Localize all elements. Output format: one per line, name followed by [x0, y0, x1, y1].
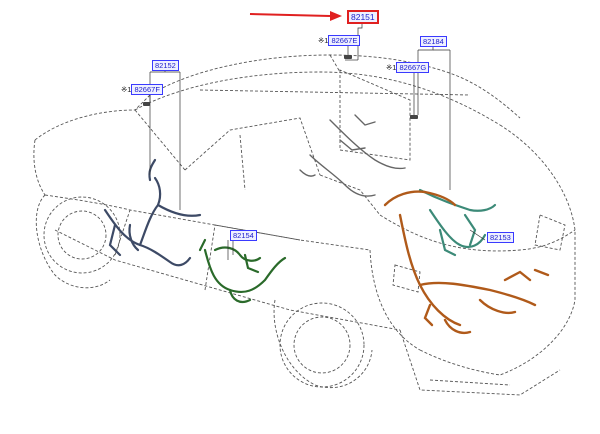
- highlight-arrow: [249, 11, 342, 21]
- option-mark: ※1: [386, 63, 397, 72]
- option-code: 82667G: [396, 62, 430, 73]
- rear-door-harness: [198, 238, 287, 304]
- option-code: 82667F: [131, 84, 163, 95]
- part-label-main-harness: 82151: [347, 10, 379, 24]
- front-door-harness: [103, 158, 202, 267]
- back-door-harness: [418, 188, 497, 257]
- part-label-roof-harness: 82184: [420, 36, 447, 47]
- part-label-front-door: 82152: [152, 60, 179, 71]
- option-code: 82667E: [328, 35, 361, 46]
- roof-harness: [299, 114, 406, 197]
- leader-lines: [149, 23, 486, 260]
- vehicle-outline: [33, 54, 576, 396]
- main-harness: [383, 190, 550, 334]
- clip-parts: [143, 55, 418, 119]
- option-mark: ※1: [318, 36, 329, 45]
- part-label-rear-door: 82154: [230, 230, 257, 241]
- option-mark: ※1: [121, 85, 132, 94]
- part-label-back-door: 82153: [487, 232, 514, 243]
